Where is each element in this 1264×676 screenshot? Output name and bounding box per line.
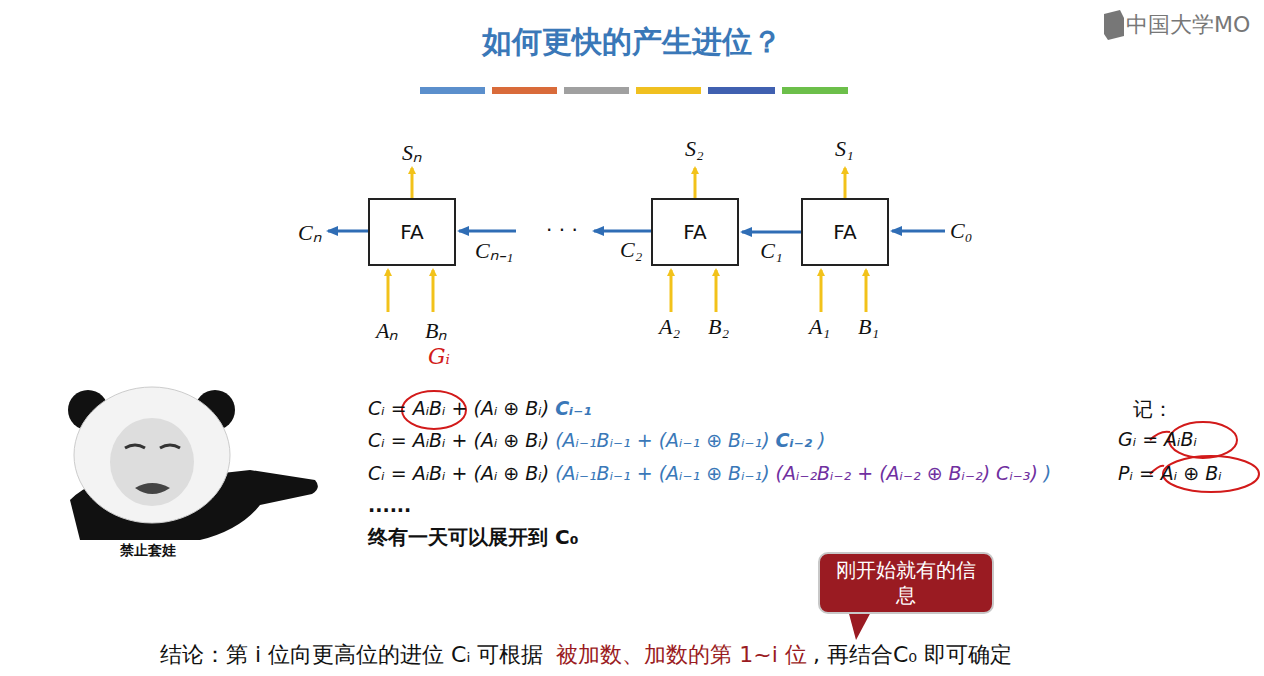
carry-label: Cₙ₋₁: [475, 234, 513, 264]
signal-arrows: [388, 168, 866, 312]
input-label: A₁: [809, 314, 830, 340]
watermark-icon: [1104, 10, 1124, 40]
carry-connector: [742, 231, 801, 234]
text-segment: 被加数、加数的第 1~i 位: [556, 642, 807, 667]
signal-label: Sₙ: [402, 136, 422, 166]
text-segment: ): [1044, 462, 1051, 484]
carry-label: C₁: [760, 238, 782, 264]
text-segment: Cᵢ = AᵢBᵢ + (Aᵢ ⊕ Bᵢ): [368, 429, 549, 451]
full-adder-box: FA: [368, 198, 456, 266]
text-segment: (Aᵢ₋₁Bᵢ₋₁ + (Aᵢ₋₁ ⊕ Bᵢ₋₁): [555, 462, 769, 484]
handwritten-note: Gᵢ: [428, 344, 450, 369]
node-text: FA: [683, 220, 706, 244]
full-adder-box: FA: [651, 198, 739, 266]
formula-line: Cᵢ = AᵢBᵢ + (Aᵢ ⊕ Bᵢ) Cᵢ₋₁: [368, 397, 592, 419]
slide-title: 如何更快的产生进位？: [0, 22, 1264, 63]
callout-tail: [848, 610, 872, 640]
input-label: Bₙ: [425, 314, 447, 344]
text-segment: , 再结合C₀ 即可确定: [813, 642, 1012, 667]
full-adder-box: FA: [801, 198, 889, 266]
node-text: FA: [833, 220, 856, 244]
signal-label: S₁: [835, 136, 854, 162]
meme-caption: 禁止套娃: [120, 542, 176, 560]
panda-meme: [68, 387, 318, 540]
input-label: B₁: [858, 314, 879, 340]
color-bar: [420, 87, 848, 94]
text-segment: ): [818, 429, 825, 451]
formula-line: Cᵢ = AᵢBᵢ + (Aᵢ ⊕ Bᵢ) (Aᵢ₋₁Bᵢ₋₁ + (Aᵢ₋₁ ⊕…: [368, 462, 1051, 484]
text-segment: 结论：第 i 位向更高位的进位 Cᵢ 可根据: [160, 642, 550, 667]
text-segment: (Aᵢ₋₂Bᵢ₋₂ + (Aᵢ₋₂ ⊕ Bᵢ₋₂) Cᵢ₋₃): [776, 462, 1038, 484]
callout-bubble: 刚开始就有的信息: [818, 552, 994, 614]
conclusion-line: 结论：第 i 位向更高位的进位 Cᵢ 可根据 被加数、加数的第 1~i 位, 再…: [160, 640, 1012, 670]
carry-label: C₂: [620, 237, 642, 263]
text-segment: Cᵢ = AᵢBᵢ + (Aᵢ ⊕ Bᵢ): [368, 462, 549, 484]
text-segment: Cᵢ = AᵢBᵢ + (Aᵢ ⊕ Bᵢ): [368, 397, 549, 419]
formula-line: Cᵢ = AᵢBᵢ + (Aᵢ ⊕ Bᵢ) (Aᵢ₋₁Bᵢ₋₁ + (Aᵢ₋₁ ⊕…: [368, 429, 826, 451]
input-label: Aₙ: [376, 314, 398, 344]
node-text: FA: [400, 220, 423, 244]
carry-label: Cₙ: [298, 216, 322, 246]
node-text: 刚开始就有的信息: [834, 558, 978, 608]
signal-label: S₂: [685, 136, 704, 162]
text-segment: Cᵢ₋₁: [555, 397, 591, 419]
definition: Pᵢ = Aᵢ ⊕ Bᵢ: [1118, 462, 1222, 484]
input-label: B₂: [708, 314, 729, 340]
text-line: 终有一天可以展开到 C₀: [368, 524, 578, 551]
ellipsis: ......: [368, 494, 411, 516]
definition: Gᵢ = AᵢBᵢ: [1118, 428, 1197, 450]
input-label: A₂: [659, 314, 680, 340]
ellipsis: · · ·: [546, 218, 578, 242]
carry-label: C₀: [950, 218, 972, 244]
text-segment: (Aᵢ₋₁Bᵢ₋₁ + (Aᵢ₋₁ ⊕ Bᵢ₋₁): [555, 429, 769, 451]
watermark: 中国大学MO: [1126, 10, 1250, 40]
note-heading: 记：: [1133, 396, 1173, 423]
text-segment: Cᵢ₋₂: [776, 429, 812, 451]
